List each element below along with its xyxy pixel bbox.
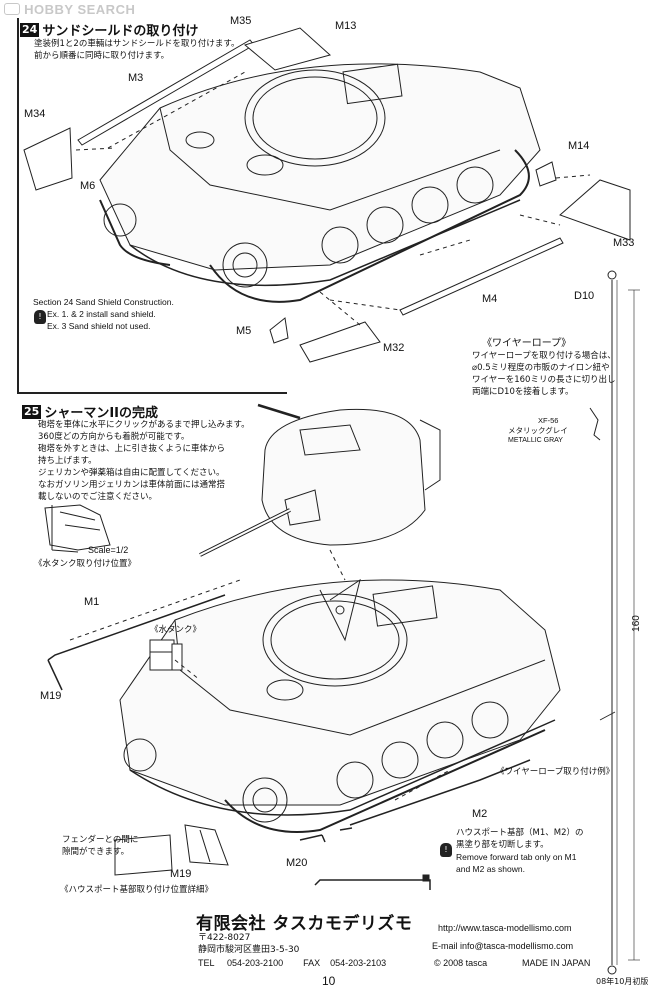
paint-callout: XF-56 メタリックグレイ METALLIC GRAY	[508, 416, 568, 444]
water-tank-detail	[44, 504, 111, 553]
part-label-m4: M4	[482, 293, 498, 305]
sand-shield-m33	[559, 179, 631, 241]
track-step24	[99, 149, 530, 303]
page-number: 10	[322, 974, 336, 988]
company-email: E-mail info@tasca-modellismo.com	[432, 941, 574, 951]
sand-shield-m4	[399, 237, 564, 316]
company-web: http://www.tasca-modellismo.com	[438, 923, 572, 933]
step-24-note-en: Section 24 Sand Shield Construction. Ex.…	[33, 297, 174, 331]
housport-base-detail	[314, 874, 431, 890]
sand-shield-m35	[243, 27, 332, 71]
track-step25	[123, 701, 546, 833]
company-copyright: © 2008 tasca	[434, 958, 488, 968]
water-tank-caption: 《水タンク取り付け位置》	[34, 559, 137, 569]
part-label-m20: M20	[286, 857, 308, 869]
wire-length-label: 160	[630, 615, 642, 632]
turret-step25	[199, 403, 441, 557]
watermark: HOBBY SEARCH	[4, 2, 135, 17]
made-in: MADE IN JAPAN	[522, 958, 591, 968]
part-label-m34: M34	[24, 108, 46, 120]
part-label-m6: M6	[80, 180, 96, 192]
housport-m2	[349, 759, 531, 826]
watermark-logo-icon	[4, 3, 20, 15]
scale-label: Scale=1/2	[88, 545, 129, 555]
part-label-m19-top: M19	[40, 690, 62, 702]
step-24-title: 24 サンドシールドの取り付け	[20, 22, 199, 39]
company-address: 静岡市駿河区豊田3-5-30	[198, 945, 300, 955]
step-24-note-jp: 塗装例1と2の車輛はサンドシールドを取り付けます。 前から順番に同時に取り付けま…	[34, 39, 240, 61]
part-label-m32: M32	[383, 342, 405, 354]
fender-note: フェンダーとの間に 隙間ができます。	[62, 835, 139, 857]
section-divider-vertical	[17, 18, 19, 393]
tank-hull-step25	[119, 578, 561, 816]
sand-shield-m5	[269, 317, 289, 344]
water-tank-label: 《水タンク》	[150, 625, 202, 635]
wire-rope-diagram	[589, 270, 640, 975]
part-label-m5: M5	[236, 325, 252, 337]
company-name: 有限会社 タスカモデリズモ	[196, 914, 413, 934]
part-label-d10: D10	[574, 290, 595, 302]
part-label-m13: M13	[335, 20, 357, 32]
part-label-m33: M33	[613, 237, 635, 249]
step-25-title: 25 シャーマンIIの完成	[22, 404, 158, 421]
part-label-m3: M3	[128, 72, 144, 84]
housport-note: ハウスポート基部（M1、M2）の 黒塗り部を切断します。 Remove forw…	[456, 828, 584, 874]
part-label-m19-bottom: M19	[170, 868, 192, 880]
step-25-notes: 砲塔を車体に水平にクリックがあるまで押し込みます。 360度どの方向からも着脱が…	[38, 420, 250, 502]
housport-m1	[47, 594, 226, 661]
section-divider-horizontal	[17, 392, 287, 394]
housport-caption: 《ハウスポート基部取り付け位置詳細》	[60, 885, 214, 895]
water-tank-part	[149, 639, 183, 671]
sand-shield-m34	[23, 127, 73, 191]
edition: 08年10月初版	[596, 977, 649, 986]
part-label-m14: M14	[568, 140, 590, 152]
wire-rope-note: 《ワイヤーロープ》 ワイヤーロープを取り付ける場合は、 ⌀0.5ミリ程度の市販の…	[472, 338, 616, 397]
sand-shield-m32	[299, 321, 381, 363]
wire-example-caption: 《ワイヤーロープ取り付け例》	[496, 767, 615, 777]
part-label-m1: M1	[84, 596, 100, 608]
company-postal: 〒422-8027	[198, 933, 251, 943]
company-tel: TEL 054-203-2100 FAX 054-203-2103	[198, 958, 387, 968]
caution-icon-housport: !	[440, 843, 452, 857]
caution-icon: !	[34, 310, 46, 324]
sand-shield-m14	[535, 161, 557, 187]
tank-hull-step24	[99, 63, 541, 287]
part-label-m2: M2	[472, 808, 488, 820]
fender-detail	[114, 824, 229, 876]
part-label-m35: M35	[230, 15, 252, 27]
part-m20	[299, 834, 326, 843]
